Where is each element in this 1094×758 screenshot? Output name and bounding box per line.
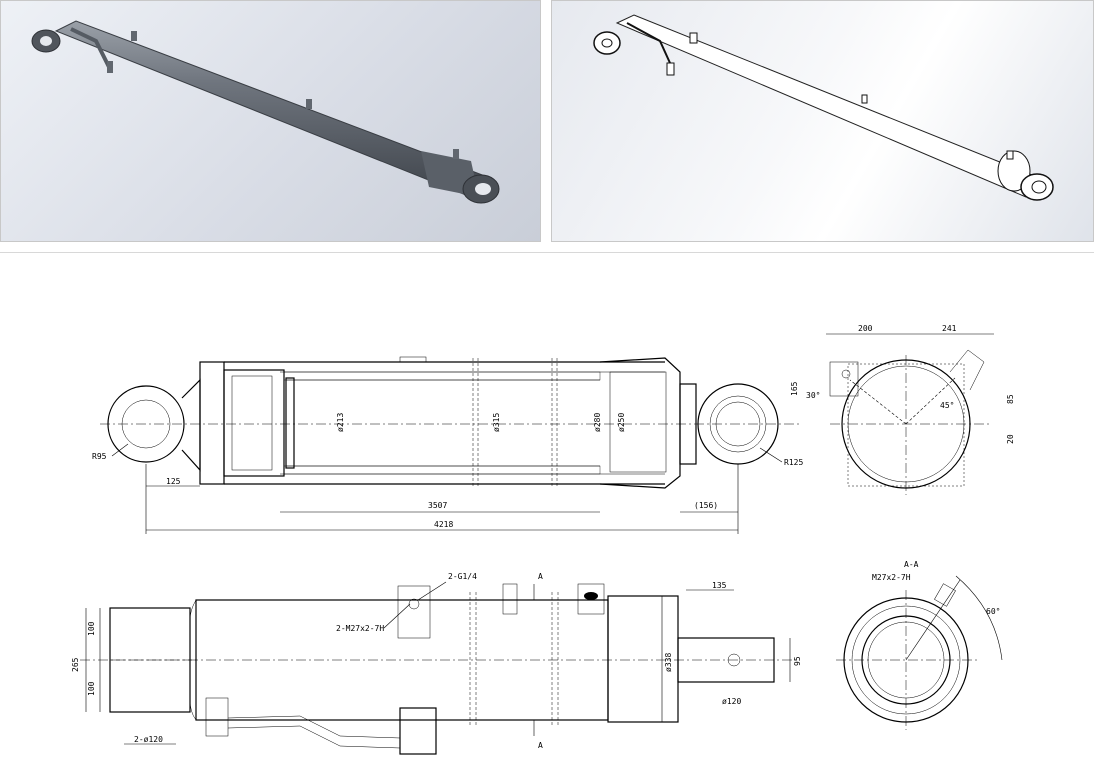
dim-20: 20 [1006, 434, 1015, 444]
angle-45: 45° [940, 401, 954, 410]
dim-156: (156) [694, 501, 718, 510]
line-cylinder-illustration [593, 14, 1054, 201]
dim-2-dia120: 2-ø120 [134, 735, 163, 744]
dim-95: 95 [793, 656, 802, 666]
dim-165: 165 [790, 381, 799, 396]
section-a-a-view: A-A M27x2-7H 60° [836, 560, 1003, 730]
dim-4218: 4218 [434, 520, 453, 529]
dim-dia250: ø250 [617, 413, 626, 432]
dim-r125: R125 [784, 458, 803, 467]
top-view: A A 2-G1/4 2-M27x2-7H 100 100 265 2-ø120… [71, 572, 802, 755]
dim-dia120: ø120 [722, 697, 741, 706]
shaded-render-view [0, 0, 541, 242]
technical-drawing: 125 3507 (156) 4218 R95 R125 ø213 ø315 ø… [71, 324, 1015, 755]
dim-100-top: 100 [87, 621, 96, 636]
dim-200: 200 [858, 324, 873, 333]
dim-r95: R95 [92, 452, 107, 461]
section-mark-a-top: A [538, 572, 543, 581]
dim-265: 265 [71, 657, 80, 672]
label-m27-section: M27x2-7H [872, 573, 911, 582]
end-view: 200 241 165 85 20 30° 45° [790, 324, 1015, 495]
line-render-view [551, 0, 1094, 242]
label-g14: 2-G1/4 [448, 572, 477, 581]
dim-125: 125 [166, 477, 181, 486]
dim-dia280: ø280 [593, 413, 602, 432]
section-title-a-a: A-A [904, 560, 919, 569]
dim-3507: 3507 [428, 501, 447, 510]
dim-dia315: ø315 [492, 413, 501, 432]
dim-85: 85 [1006, 394, 1015, 404]
dim-100-bottom: 100 [87, 681, 96, 696]
dim-dia213: ø213 [336, 413, 345, 432]
angle-30: 30° [806, 391, 820, 400]
angle-60: 60° [986, 607, 1000, 616]
dim-dia338: ø338 [664, 653, 673, 672]
label-m27: 2-M27x2-7H [336, 624, 384, 633]
dim-135: 135 [712, 581, 727, 590]
dim-241: 241 [942, 324, 957, 333]
shaded-cylinder-illustration [31, 20, 500, 204]
section-mark-a-bottom: A [538, 741, 543, 750]
section-divider [0, 252, 1094, 253]
section-view: 125 3507 (156) 4218 R95 R125 ø213 ø315 ø… [92, 356, 803, 534]
